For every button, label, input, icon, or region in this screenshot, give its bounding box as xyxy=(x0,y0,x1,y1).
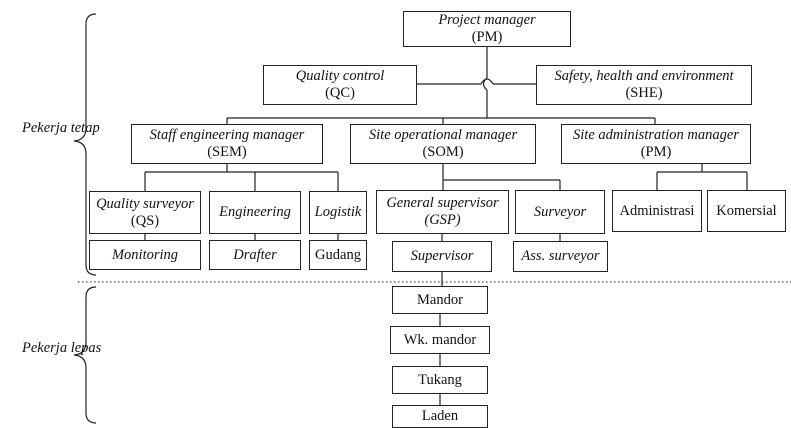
node-staff-engineering-manager: Staff engineering manager (SEM) xyxy=(131,124,323,164)
node-title: Mandor xyxy=(417,291,463,308)
node-abbr: (SHE) xyxy=(625,85,663,101)
brace-casual xyxy=(73,286,97,424)
node-gudang: Gudang xyxy=(309,240,367,270)
node-title: Engineering xyxy=(219,204,291,220)
node-title: Wk. mandor xyxy=(403,331,477,348)
node-drafter: Drafter xyxy=(209,240,301,270)
node-title: Logistik xyxy=(314,204,362,220)
node-quality-surveyor: Quality surveyor (QS) xyxy=(89,191,201,234)
node-title: Monitoring xyxy=(111,246,179,263)
node-safety-health-environment: Safety, health and environment (SHE) xyxy=(536,65,752,105)
node-mandor: Mandor xyxy=(392,286,488,314)
node-title: Safety, health and environment xyxy=(554,68,734,84)
node-title: Tukang xyxy=(418,371,462,388)
node-title: Quality surveyor xyxy=(96,195,194,212)
node-engineering: Engineering xyxy=(209,191,301,234)
node-abbr: (GSP) xyxy=(424,212,461,228)
node-abbr: (PM) xyxy=(640,144,672,160)
node-ass-surveyor: Ass. surveyor xyxy=(513,241,608,272)
node-supervisor: Supervisor xyxy=(392,241,492,272)
node-komersial: Komersial xyxy=(707,190,786,232)
node-title: Administrasi xyxy=(619,202,695,219)
node-title: General supervisor xyxy=(386,195,499,211)
node-title: Ass. surveyor xyxy=(521,248,600,264)
group-label-line: tetap xyxy=(70,120,100,136)
node-title: Komersial xyxy=(716,202,777,219)
node-tukang: Tukang xyxy=(392,366,488,394)
node-title: Site administration manager xyxy=(573,127,739,143)
node-laden: Laden xyxy=(392,405,488,428)
brace-permanent xyxy=(73,13,97,276)
group-label-line: lepas xyxy=(70,340,102,356)
node-project-manager: Project manager (PM) xyxy=(403,11,571,47)
node-title: Gudang xyxy=(315,246,361,263)
node-title: Project manager xyxy=(438,12,536,28)
group-label-casual: Pekerja lepas xyxy=(22,340,101,357)
group-label-permanent: Pekerja tetap xyxy=(22,120,100,137)
node-logistik: Logistik xyxy=(309,191,367,234)
node-title: Quality control xyxy=(295,68,385,84)
node-title: Supervisor xyxy=(410,248,474,264)
node-title: Drafter xyxy=(233,246,277,263)
node-site-operational-manager: Site operational manager (SOM) xyxy=(350,124,536,164)
node-monitoring: Monitoring xyxy=(89,240,201,270)
node-site-administration-manager: Site administration manager (PM) xyxy=(561,124,751,164)
node-quality-control: Quality control (QC) xyxy=(263,65,417,105)
node-abbr: (QC) xyxy=(325,85,355,101)
node-title: Site operational manager xyxy=(368,127,518,143)
node-general-supervisor: General supervisor (GSP) xyxy=(376,190,509,234)
group-label-line: Pekerja xyxy=(22,120,68,136)
node-abbr: (QS) xyxy=(130,212,160,229)
node-title: Laden xyxy=(421,408,459,424)
node-title: Staff engineering manager xyxy=(149,127,305,143)
node-wk-mandor: Wk. mandor xyxy=(390,326,490,354)
node-abbr: (PM) xyxy=(471,29,503,45)
node-administrasi: Administrasi xyxy=(612,190,702,232)
node-abbr: (SOM) xyxy=(422,144,464,160)
node-abbr: (SEM) xyxy=(207,144,247,160)
group-label-line: Pekerja xyxy=(22,340,68,356)
node-surveyor: Surveyor xyxy=(515,190,605,234)
node-title: Surveyor xyxy=(533,203,587,220)
